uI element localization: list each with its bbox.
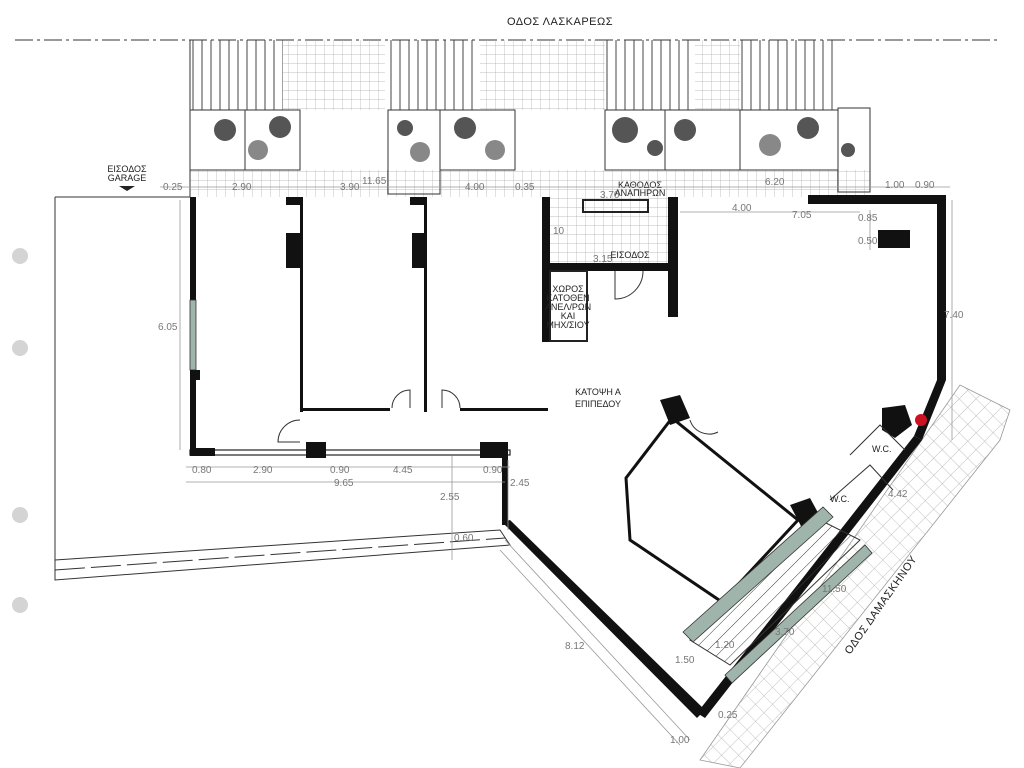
svg-text:0.25: 0.25 [163, 182, 183, 193]
tree-icons [214, 116, 855, 162]
wc-label: W.C. [830, 494, 850, 504]
binder-hole [12, 597, 28, 613]
svg-text:7.05: 7.05 [792, 210, 812, 221]
svg-text:1.00: 1.00 [885, 180, 905, 191]
tree-icon [485, 140, 505, 160]
entrance-label: ΕΙΣΟΔΟΣ [610, 250, 650, 260]
dimension-labels: 0.25 2.90 11.65 3.90 4.00 0.35 3.70 6.20… [158, 176, 964, 746]
garage-entrance: ΕΙΣΟΔΟΣ GARAGE [107, 164, 147, 191]
svg-text:0.60: 0.60 [454, 533, 474, 544]
svg-text:6.05: 6.05 [158, 322, 178, 333]
planters [189, 107, 871, 195]
staircase [682, 506, 873, 684]
svg-text:ΚΑΤΟΘΕΝ: ΚΑΤΟΘΕΝ [546, 293, 589, 303]
tree-icon [647, 140, 663, 156]
marker-dot [915, 414, 927, 426]
tree-icon [797, 117, 819, 139]
svg-text:11.65: 11.65 [362, 176, 387, 187]
door[interactable] [689, 419, 719, 435]
tree-icon [269, 116, 291, 138]
tree-icon [674, 119, 696, 141]
binder-holes [12, 248, 28, 613]
svg-text:0.90: 0.90 [483, 465, 503, 476]
svg-text:4.00: 4.00 [465, 182, 485, 193]
svg-text:2.45: 2.45 [510, 478, 530, 489]
dimension-lines [160, 186, 953, 560]
site-outline [54, 196, 1011, 768]
svg-text:0.50: 0.50 [858, 236, 878, 247]
tree-icon [759, 134, 781, 156]
ramp [582, 199, 649, 213]
svg-text:3.90: 3.90 [340, 182, 360, 193]
svg-text:4.42: 4.42 [888, 489, 908, 500]
floor-title-2: ΕΠΙΠΕΔΟΥ [575, 399, 621, 409]
svg-text:1.50: 1.50 [675, 655, 695, 666]
binder-hole [12, 340, 28, 356]
binder-hole [12, 507, 28, 523]
inner-room [624, 415, 801, 604]
svg-text:1.20: 1.20 [715, 640, 735, 651]
door[interactable] [277, 419, 301, 443]
door[interactable] [441, 389, 461, 409]
svg-text:GARAGE: GARAGE [108, 173, 147, 183]
descent-label: ΚΑΘΟΔΟΣ [618, 180, 662, 190]
floor-title: ΚΑΤΟΨΗ Α [575, 387, 621, 397]
svg-text:3.15: 3.15 [593, 254, 613, 265]
svg-text:10: 10 [553, 226, 565, 237]
svg-text:ΑΝΕΛ/ΡΩΝ: ΑΝΕΛ/ΡΩΝ [545, 302, 591, 312]
svg-text:9.65: 9.65 [334, 478, 354, 489]
svg-text:1.00: 1.00 [670, 735, 690, 746]
tree-icon [410, 142, 430, 162]
street-name-top: ΟΔΟΣ ΛΑΣΚΑΡΕΩΣ [507, 16, 613, 28]
svg-text:2.90: 2.90 [232, 182, 252, 193]
svg-text:6.20: 6.20 [765, 177, 785, 188]
tree-icon [612, 117, 638, 143]
svg-text:11.50: 11.50 [822, 584, 847, 595]
svg-text:ΕΙΣΟΔΟΣ: ΕΙΣΟΔΟΣ [107, 164, 147, 174]
door[interactable] [614, 270, 644, 300]
svg-text:3.70: 3.70 [775, 627, 795, 638]
tree-icon [248, 140, 268, 160]
tree-icon [397, 120, 413, 136]
svg-text:0.25: 0.25 [718, 710, 738, 721]
svg-text:0.90: 0.90 [915, 180, 935, 191]
svg-text:8.12: 8.12 [565, 641, 585, 652]
svg-text:0.35: 0.35 [515, 182, 535, 193]
tree-icon [841, 143, 855, 157]
svg-text:2.55: 2.55 [440, 492, 460, 503]
tree-icon [454, 117, 476, 139]
svg-text:3.70: 3.70 [600, 190, 620, 201]
storage-room [549, 270, 588, 342]
doors [277, 270, 719, 443]
tree-icon [214, 119, 236, 141]
svg-text:0.80: 0.80 [192, 465, 212, 476]
svg-text:0.90: 0.90 [330, 465, 350, 476]
svg-text:2.90: 2.90 [253, 465, 273, 476]
svg-text:7.40: 7.40 [944, 310, 964, 321]
svg-text:ΧΩΡΟΣ: ΧΩΡΟΣ [552, 284, 584, 294]
door[interactable] [391, 389, 411, 409]
svg-text:ΜΗΧ/ΣΙΟΥ: ΜΗΧ/ΣΙΟΥ [546, 320, 589, 330]
sidewalk [699, 384, 1011, 768]
balcony-strip [189, 40, 870, 197]
storage-label: ΧΩΡΟΣ ΚΑΤΟΘΕΝ ΑΝΕΛ/ΡΩΝ ΚΑΙ ΜΗΧ/ΣΙΟΥ [545, 284, 591, 330]
svg-text:4.45: 4.45 [393, 465, 413, 476]
wc-label: W.C. [872, 444, 892, 454]
svg-text:0.85: 0.85 [858, 213, 878, 224]
binder-hole [12, 248, 28, 264]
arrow-down-icon [119, 186, 135, 191]
svg-text:ΚΑΙ: ΚΑΙ [561, 311, 576, 321]
descent-label-2: ΑΝΑΠΗΡΩΝ [615, 188, 666, 198]
svg-text:4.00: 4.00 [732, 203, 752, 214]
wc-rooms: W.C. W.C. [829, 424, 906, 504]
